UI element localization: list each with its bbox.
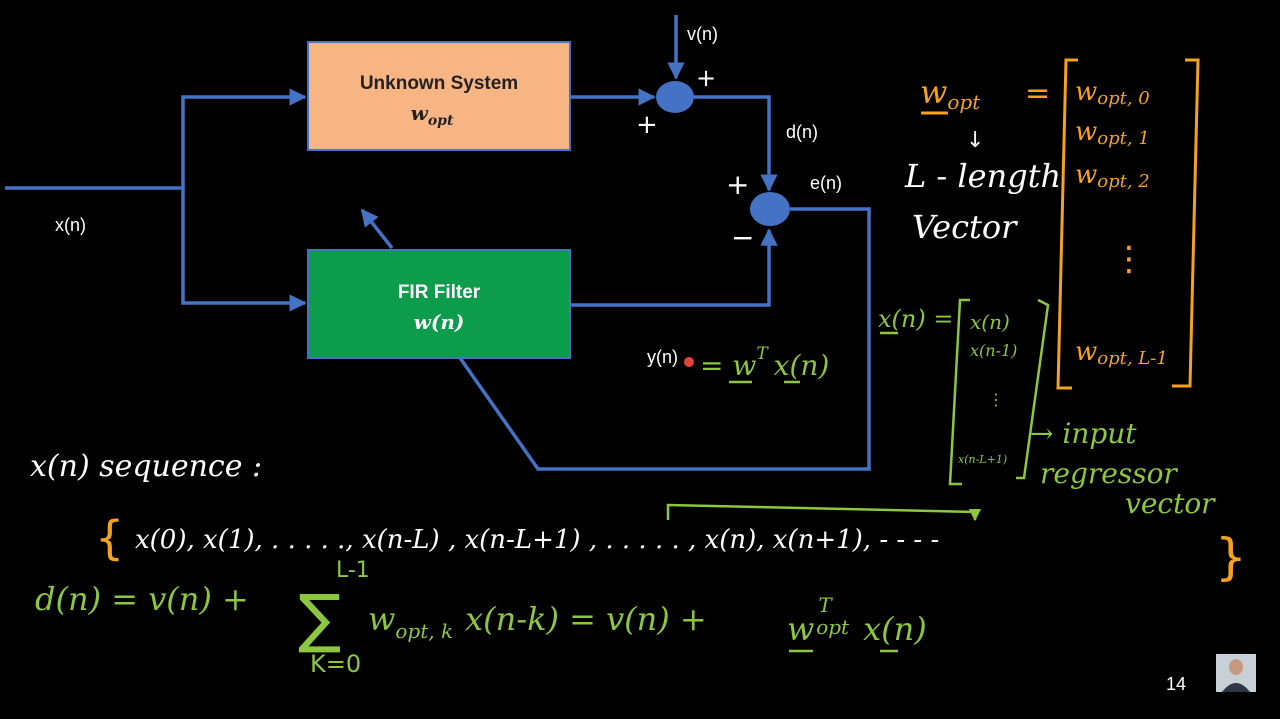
fir-filter-block: FIR Filter w(n) [307, 249, 571, 359]
regressor-definition: x(n) = x(n) x(n-1) ⋮ x(n-L+1) → input regres… [878, 298, 1216, 520]
unknown-system-box [307, 41, 571, 151]
unknown-system-block: Unknown System wopt [307, 41, 571, 151]
error-feedback [456, 207, 871, 471]
sum-lower-limit: K=0 [310, 650, 361, 678]
upper-branch [181, 88, 307, 188]
sequence-body: x(0), x(1), . . . . ., x(n-L) , x(n-L+1)… [135, 525, 939, 555]
fir-filter-symbol: w(n) [414, 310, 465, 334]
wopt-entry: wopt, L-1 [1075, 337, 1168, 369]
page-number: 14 [1166, 674, 1186, 694]
x-vector-left-bracket [948, 298, 970, 486]
wopt-symbol: wopt [920, 73, 981, 114]
wopt-entry: wopt, 2 [1075, 160, 1150, 192]
l-length-text: L - length [904, 157, 1061, 195]
desired-plus-sign: + [726, 168, 749, 201]
lower-branch [181, 188, 307, 312]
x-vector-entry: ⋮ [988, 390, 1004, 409]
wopt-left-bracket [1056, 58, 1078, 390]
sum-upper-limit: L-1 [336, 558, 370, 583]
sequence-heading: x(n) sequence : [30, 449, 262, 484]
output-signal-label: y(n) [647, 347, 678, 367]
vector-word: Vector [912, 208, 1018, 246]
sequence-close-brace: } [1215, 528, 1247, 586]
down-arrow: ↓ [966, 128, 984, 153]
output-minus-sign: − [731, 221, 754, 254]
noise-plus-sign: + [696, 64, 716, 92]
wopt-right-bracket [1172, 58, 1200, 388]
noise-signal-label: v(n) [687, 24, 718, 44]
adapt-arrow [360, 208, 394, 250]
sum-sign: ∑ [298, 582, 341, 656]
desired-signal-label: d(n) [786, 122, 818, 142]
unknown-system-title: Unknown System [360, 73, 518, 94]
error-signal-label: e(n) [810, 173, 842, 193]
wopt-entries: wopt, 0 wopt, 1 wopt, 2 ⋮ wopt, L-1 [1075, 77, 1168, 369]
wopt-equals: = [1025, 76, 1050, 111]
fir-filter-title: FIR Filter [398, 282, 481, 303]
unknown-plus-sign: + [636, 110, 658, 140]
avatar-body [1222, 683, 1250, 692]
desired-path [694, 95, 778, 192]
x-vector-label: x(n) = [878, 305, 953, 333]
unknown-system-symbol: wopt [411, 101, 454, 129]
regressor-word: vector [1125, 487, 1216, 520]
x-vector-entry: x(n-1) [970, 341, 1017, 360]
laser-pointer-dot [684, 357, 694, 367]
error-summer [750, 192, 790, 226]
wopt-entry: wopt, 0 [1075, 77, 1150, 109]
avatar-face [1229, 659, 1243, 675]
input-signal-label: x(n) [55, 215, 86, 235]
fir-filter-box [307, 249, 571, 359]
presenter-avatar [1216, 654, 1256, 692]
x-vector-entry: x(n) [970, 310, 1010, 334]
noise-summer [656, 81, 694, 113]
wopt-definition: wopt = ↓ L - length Vector wopt, 0wopt, … [904, 58, 1200, 390]
sequence-window-bracket [666, 503, 982, 522]
sequence-open-brace: { [95, 511, 124, 565]
regressor-word: regressor [1040, 457, 1178, 490]
regressor-word: → input [1030, 417, 1137, 450]
d-eq-left: d(n) = v(n) + [35, 580, 249, 618]
output-path [570, 228, 778, 307]
x-vector-entries: x(n) x(n-1) ⋮ x(n-L+1) [958, 310, 1017, 466]
x-vector-entry: x(n-L+1) [958, 453, 1007, 466]
wopt-entry: ⋮ [1112, 239, 1146, 279]
signal-wiring [5, 15, 871, 471]
wopt-entry: wopt, 1 [1075, 117, 1150, 149]
x-vector-right-bracket [1016, 298, 1050, 480]
